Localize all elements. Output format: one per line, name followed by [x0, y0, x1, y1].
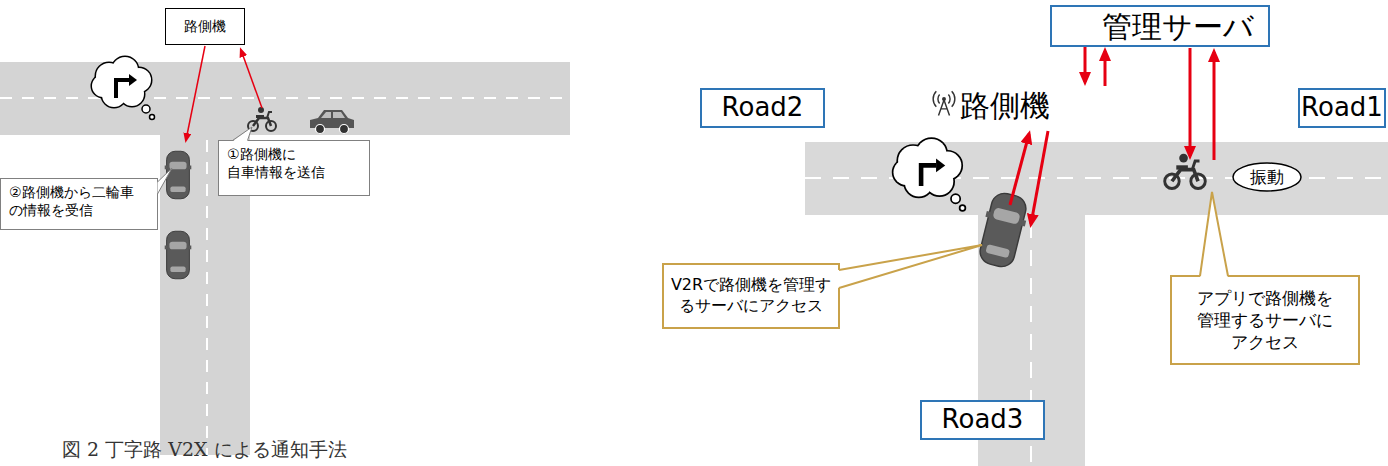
callout-pointer [1200, 192, 1228, 278]
road-label-box: Road1 [1298, 88, 1386, 128]
callout-pointer [158, 168, 173, 194]
signal-arrow [186, 46, 205, 140]
node-label: Road3 [942, 403, 1024, 437]
thought-bubble [92, 57, 155, 120]
thought-bubble [894, 139, 966, 211]
ellipse-shape [1233, 163, 1301, 191]
signal-arrow [1010, 134, 1029, 205]
road-right [805, 142, 1388, 466]
car-icon [165, 151, 192, 199]
callout-box: ②路側機から二輪車 の情報を受信 [0, 178, 158, 230]
node-label: Road2 [722, 91, 804, 125]
node-label: 路側機 [960, 86, 1050, 125]
road-left [0, 62, 570, 455]
signal-arrow [241, 50, 262, 108]
server-box: 管理サーバ [1050, 5, 1270, 47]
node-label: 路側機 [184, 17, 226, 35]
signal-arrow [1104, 51, 1107, 86]
road-label-box: Road3 [920, 400, 1045, 440]
signal-arrow [1189, 48, 1192, 156]
node-label: 振動 [1250, 166, 1284, 188]
callout-pointer [838, 245, 982, 288]
car-icon [165, 231, 192, 279]
node-label: ②路側機から二輪車 の情報を受信 [9, 183, 149, 219]
vibration-ellipse: 振動 [1232, 162, 1302, 192]
figure-caption: 図 2 丁字路 V2X による通知手法 [62, 437, 347, 463]
road-horizontal [0, 62, 570, 135]
callout-pointer [233, 127, 253, 142]
signal-arrow [1031, 131, 1048, 224]
node-label: ①路側機に 自車情報を送信 [227, 145, 361, 181]
roadside-unit-box: 路側機 [165, 8, 245, 45]
signal-arrow [1213, 52, 1216, 160]
node-label: アプリで路側機を 管理するサーバに アクセス [1178, 287, 1352, 353]
node-label: V2Rで路側機を管理す るサーバにアクセス [669, 275, 833, 317]
callout-box: アプリで路側機を 管理するサーバに アクセス [1170, 275, 1360, 365]
node-label: 管理サーバ [1102, 7, 1254, 46]
car-side-icon [310, 110, 354, 134]
callout-box: ①路側機に 自車情報を送信 [218, 140, 370, 196]
motorcycle-icon [1165, 154, 1206, 189]
road-horizontal [805, 142, 1388, 215]
lane-line [0, 97, 570, 99]
roadside-unit-label: 路側機 [930, 86, 1112, 128]
road-label-box: Road2 [700, 88, 825, 128]
motorcycle-icon [248, 107, 276, 131]
car-icon [975, 190, 1032, 270]
signal-arrow [1084, 47, 1087, 82]
node-label: Road1 [1301, 91, 1383, 125]
callout-box: V2Rで路側機を管理す るサーバにアクセス [662, 263, 840, 329]
antenna-icon [933, 91, 955, 115]
lane-line [206, 140, 208, 455]
